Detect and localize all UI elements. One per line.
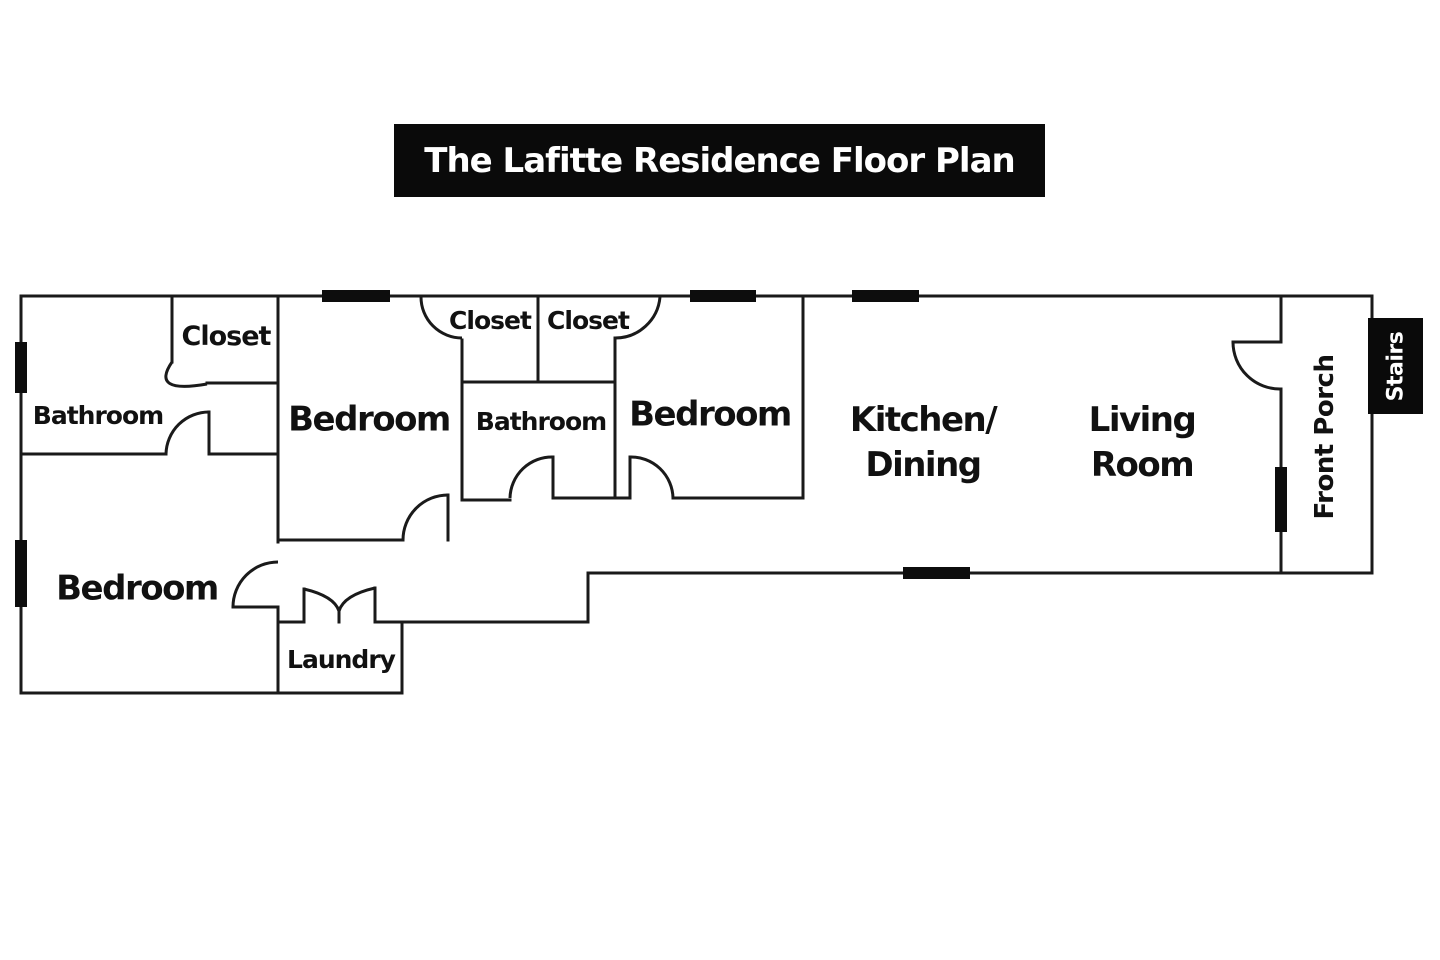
room-label-closet-1: Closet xyxy=(181,321,272,352)
room-label-bathroom-1: Bathroom xyxy=(32,401,164,430)
stairs-block: Stairs xyxy=(1368,318,1423,414)
room-label-bedroom-3: Bedroom xyxy=(56,568,219,609)
room-label-closet-2: Closet xyxy=(449,306,532,335)
room-label-bathroom-2: Bathroom xyxy=(475,407,607,436)
interior-walls xyxy=(19,294,1283,695)
room-label-bedroom-2: Bedroom xyxy=(629,394,792,435)
door-arcs xyxy=(164,296,1282,612)
window-marker-top-3 xyxy=(852,290,919,302)
window-marker-left-lower xyxy=(15,540,27,607)
room-label-kitchen-dining: Kitchen/ Dining xyxy=(849,398,998,488)
kitchen-dining-line-2: Dining xyxy=(865,445,982,485)
window-marker-left-upper xyxy=(15,342,27,393)
outer-walls xyxy=(19,294,1374,695)
window-marker-bottom xyxy=(903,567,970,579)
room-label-stairs: Stairs xyxy=(1383,331,1409,401)
living-room-line-1: Living xyxy=(1088,400,1197,440)
page-title: The Lafitte Residence Floor Plan xyxy=(394,124,1045,197)
room-label-front-porch: Front Porch xyxy=(1310,354,1340,520)
living-room-line-2: Room xyxy=(1090,445,1195,485)
window-marker-top-1 xyxy=(322,290,390,302)
room-label-closet-3: Closet xyxy=(547,306,630,335)
kitchen-dining-line-1: Kitchen/ xyxy=(849,400,998,440)
window-marker-top-2 xyxy=(690,290,756,302)
window-marker-porch xyxy=(1275,467,1287,532)
room-label-laundry: Laundry xyxy=(287,645,396,674)
room-label-living-room: Living Room xyxy=(1088,398,1197,488)
room-label-bedroom-1: Bedroom xyxy=(288,399,451,440)
